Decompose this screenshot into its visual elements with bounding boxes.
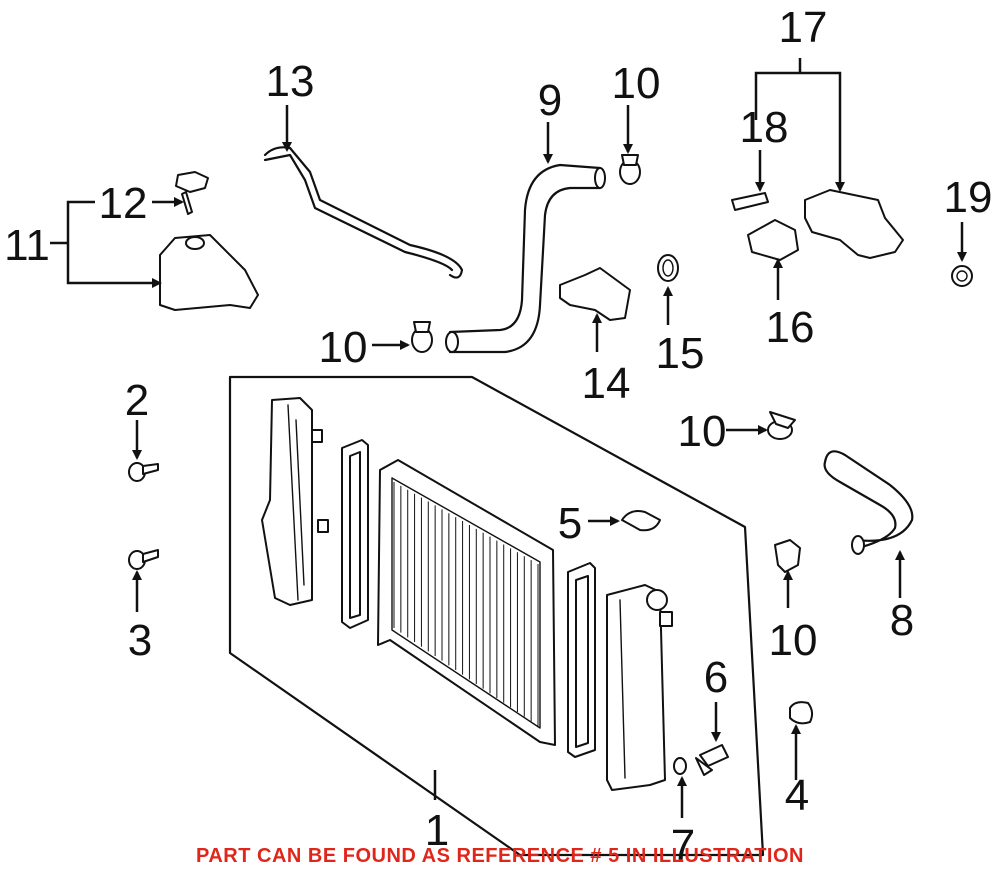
callout-19: 19	[944, 173, 993, 222]
thermostat-part	[747, 219, 799, 261]
callout-1: 1	[425, 806, 449, 855]
callout-13: 13	[266, 57, 315, 106]
leader-lines	[50, 58, 967, 818]
clamp-part-b	[411, 321, 433, 353]
callout-9: 9	[538, 76, 562, 125]
callout-11: 11	[4, 221, 50, 270]
callout-15: 15	[656, 329, 705, 378]
callout-14: 14	[582, 359, 631, 408]
callout-2: 2	[125, 376, 149, 425]
callout-7: 7	[671, 821, 695, 870]
clamp-part-c	[767, 411, 796, 440]
stud-part	[731, 192, 769, 211]
reservoir-part	[159, 234, 259, 311]
callout-3: 3	[128, 616, 152, 665]
clamp-part-a	[619, 154, 641, 185]
callout-8: 8	[890, 596, 914, 645]
callout-5: 5	[558, 499, 582, 548]
callout-12: 12	[99, 179, 148, 228]
right-seal	[567, 562, 596, 758]
left-seal	[341, 439, 369, 629]
radiator-cap-part	[621, 510, 661, 532]
callout-10-bottom: 10	[769, 616, 818, 665]
lower-hose-part	[823, 450, 914, 550]
callout-17: 17	[779, 3, 828, 52]
thermostat-housing-part	[804, 189, 904, 259]
left-tank	[261, 397, 329, 606]
callout-10-left: 10	[319, 323, 368, 372]
radiator-core	[377, 459, 556, 746]
overflow-hose-part	[263, 146, 464, 279]
right-tank	[606, 584, 673, 791]
drain-cock-part	[695, 744, 729, 776]
upper-hose-part	[448, 163, 602, 334]
clamp-part-d	[774, 539, 801, 573]
callout-10-right: 10	[678, 407, 727, 456]
callout-4: 4	[785, 771, 809, 820]
callout-18: 18	[740, 103, 789, 152]
callout-6: 6	[704, 653, 728, 702]
water-inlet-part	[559, 267, 631, 321]
reference-note: PART CAN BE FOUND AS REFERENCE # 5 IN IL…	[196, 845, 804, 867]
grommet-part	[789, 701, 814, 725]
bolt-2-part	[128, 462, 159, 482]
radiator-assembly-frame	[228, 375, 765, 857]
oring-part	[673, 757, 687, 775]
callout-16: 16	[766, 303, 815, 352]
gasket-part	[657, 254, 679, 282]
callout-10-top: 10	[612, 59, 661, 108]
seal-ring-part	[951, 265, 973, 287]
bolt-3-part	[128, 549, 159, 570]
reservoir-cap-part	[175, 171, 209, 215]
